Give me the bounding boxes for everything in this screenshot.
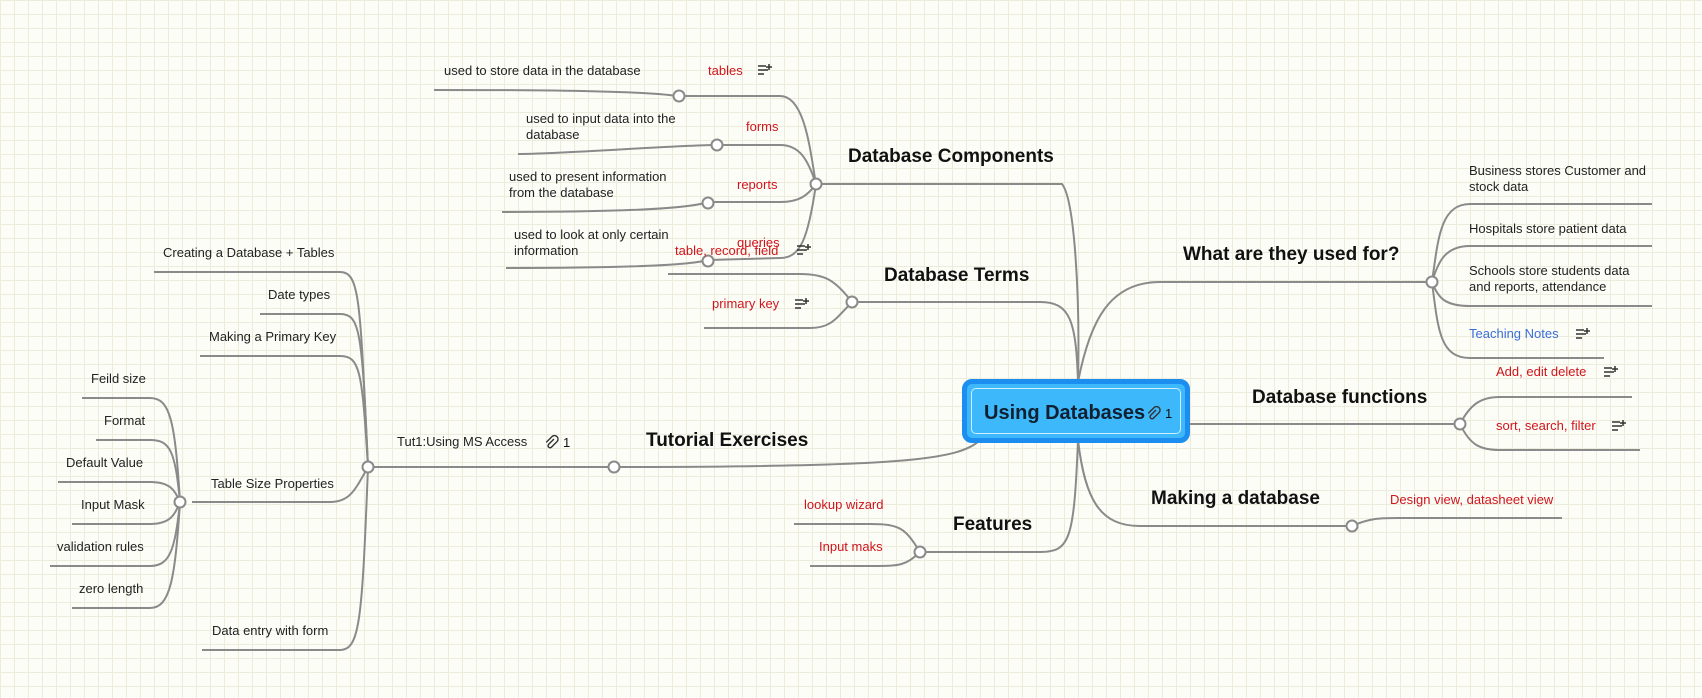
subtopic-add-edit-delete[interactable]: Add, edit delete [1496, 364, 1587, 379]
subtopic-queries[interactable]: queries [737, 235, 780, 250]
subtopic-tables-desc[interactable]: used to store data in the database [444, 63, 641, 78]
attachment-count: 1 [1165, 405, 1173, 421]
subtopic-queries-desc[interactable]: used to look at only certain information [514, 227, 669, 258]
collapse-handle [607, 460, 621, 474]
connector [501, 183, 817, 213]
prop-zero-length[interactable]: zero length [79, 581, 144, 596]
connector [1077, 439, 1352, 527]
connector [704, 301, 853, 329]
tut-date-types[interactable]: Date types [268, 287, 331, 302]
subtopic-forms[interactable]: forms [746, 119, 779, 134]
collapse-handle [173, 495, 187, 509]
subtopic-sort-search-filter[interactable]: sort, search, filter [1496, 418, 1596, 433]
subtopic-tables[interactable]: tables [708, 63, 743, 78]
central-topic[interactable]: Using Databases 1 [962, 379, 1190, 443]
attachment-count: 1 [563, 434, 571, 450]
tut1-attachment[interactable]: 1 [543, 434, 570, 450]
subtopic-design-view[interactable]: Design view, datasheet view [1390, 492, 1554, 507]
tut-table-size-properties[interactable]: Table Size Properties [211, 476, 334, 491]
topic-database-terms[interactable]: Database Terms [884, 265, 1030, 286]
tut-primary-key[interactable]: Making a Primary Key [209, 329, 337, 344]
connector [200, 355, 369, 468]
subtopic-tut1[interactable]: Tut1:Using MS Access [397, 434, 528, 449]
collapse-handle [809, 177, 823, 191]
topic-features[interactable]: Features [953, 514, 1033, 535]
paperclip-icon [545, 434, 559, 449]
note-icon[interactable] [1604, 366, 1618, 378]
collapse-handle [701, 254, 715, 268]
collapse-handle [1453, 417, 1467, 431]
collapse-handle [1345, 519, 1359, 533]
connector [611, 439, 981, 468]
connector [154, 271, 369, 468]
subtopic-teaching-notes[interactable]: Teaching Notes [1469, 326, 1559, 341]
subtopic-lookup-wizard[interactable]: lookup wizard [804, 497, 884, 512]
note-icon[interactable] [797, 244, 811, 256]
connector [920, 439, 1079, 553]
collapse-handle [672, 89, 686, 103]
topic-tutorial-exercises[interactable]: Tutorial Exercises [646, 430, 809, 451]
connector [505, 183, 817, 269]
subtopic-forms-desc[interactable]: used to input data into the database [526, 111, 676, 142]
subtopic-table-record-field[interactable]: table, record, field [675, 243, 779, 258]
connector [1431, 203, 1652, 283]
central-topic-inner [971, 388, 1181, 434]
connector [1431, 281, 1604, 359]
connector [260, 313, 369, 468]
subtopic-hospitals[interactable]: Hospitals store patient data [1469, 221, 1627, 236]
collapse-handle [361, 460, 375, 474]
note-icon[interactable] [1612, 420, 1626, 432]
connector [816, 183, 1080, 383]
central-attachment[interactable]: 1 [1145, 405, 1172, 421]
connector [433, 89, 817, 185]
prop-field-size[interactable]: Feild size [91, 371, 146, 386]
prop-format[interactable]: Format [104, 413, 146, 428]
collapse-handle [845, 295, 859, 309]
subtopic-reports[interactable]: reports [737, 177, 778, 192]
connector [96, 439, 181, 503]
topic-database-functions[interactable]: Database functions [1252, 387, 1428, 408]
collapse-handle [1425, 275, 1439, 289]
prop-input-mask[interactable]: Input Mask [81, 497, 145, 512]
central-topic-title: Using Databases [984, 402, 1146, 424]
topic-database-components[interactable]: Database Components [848, 146, 1054, 167]
tut-data-entry[interactable]: Data entry with form [212, 623, 329, 638]
note-icon[interactable] [758, 64, 772, 76]
connector [1351, 517, 1562, 527]
tut-creating-database[interactable]: Creating a Database + Tables [163, 245, 335, 260]
connector [794, 523, 921, 553]
connector [1459, 423, 1640, 451]
subtopic-reports-desc[interactable]: used to present information from the dat… [509, 169, 667, 200]
topic-what-used-for[interactable]: What are they used for? [1183, 244, 1400, 265]
prop-validation-rules[interactable]: validation rules [57, 539, 144, 554]
note-icon[interactable] [795, 298, 809, 310]
subtopic-business[interactable]: Business stores Customer and stock data [1469, 163, 1647, 194]
topic-making-database[interactable]: Making a database [1151, 488, 1320, 509]
subtopic-input-maks[interactable]: Input maks [819, 539, 883, 554]
connector [192, 466, 369, 503]
connector [202, 466, 369, 651]
connector [852, 301, 1079, 383]
prop-default-value[interactable]: Default Value [66, 455, 144, 470]
subtopic-primary-key[interactable]: primary key [712, 296, 780, 311]
connector [82, 397, 181, 503]
collapse-handle [701, 196, 715, 210]
connector [517, 144, 817, 185]
connector [668, 273, 853, 303]
connector [1077, 281, 1432, 383]
paperclip-icon [1147, 405, 1161, 420]
collapse-handle [913, 545, 927, 559]
connector [72, 501, 181, 609]
subtopic-schools[interactable]: Schools store students data and reports,… [1469, 263, 1630, 294]
note-icon[interactable] [1576, 328, 1590, 340]
collapse-handle [710, 138, 724, 152]
